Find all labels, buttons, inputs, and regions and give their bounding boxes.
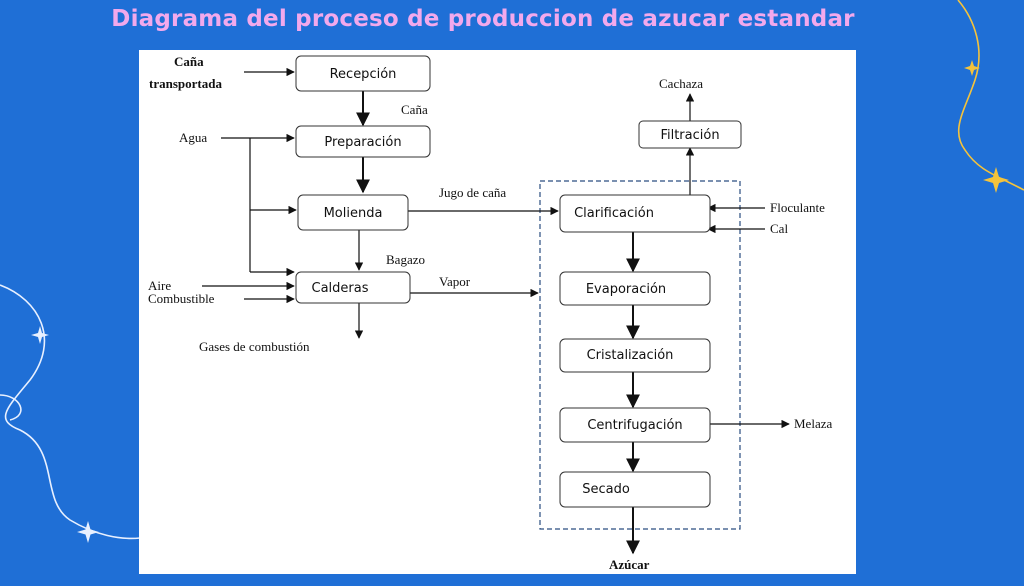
sparkle-icon: [77, 521, 99, 543]
label-agua: Agua: [179, 130, 207, 145]
box-calderas: Calderas: [295, 271, 411, 304]
box-molienda: Molienda: [297, 194, 409, 231]
slide-title: Diagrama del proceso de produccion de az…: [111, 6, 855, 32]
box-evaporacion-label: Evaporación: [586, 282, 666, 297]
diagram-panel: Recepción Preparación Molienda Calderas …: [139, 50, 856, 574]
box-cristalizacion-label: Cristalización: [587, 348, 674, 363]
label-melaza: Melaza: [794, 416, 832, 431]
label-cachaza: Cachaza: [659, 76, 703, 91]
label-azucar: Azúcar: [609, 557, 650, 572]
box-recepcion-label: Recepción: [330, 67, 397, 82]
box-centrifugacion-label: Centrifugación: [587, 418, 682, 433]
box-filtracion-label: Filtración: [660, 128, 719, 143]
box-cristalizacion: Cristalización: [559, 338, 711, 373]
process-diagram: Recepción Preparación Molienda Calderas …: [148, 54, 832, 572]
box-preparacion: Preparación: [295, 125, 431, 158]
decor-curve-right: [957, 0, 1024, 191]
connectors: [202, 67, 790, 555]
box-recepcion: Recepción: [295, 55, 431, 92]
label-bagazo: Bagazo: [386, 252, 425, 267]
sparkle-icon: [983, 167, 1009, 193]
sparkle-icon: [964, 60, 980, 76]
label-cana-transportada-1: Caña: [174, 54, 204, 69]
label-jugo: Jugo de caña: [439, 185, 506, 200]
label-cana: Caña: [401, 102, 428, 117]
box-clarificacion: Clarificación: [559, 194, 711, 233]
label-combustible: Combustible: [148, 291, 215, 306]
box-centrifugacion: Centrifugación: [559, 407, 711, 443]
label-gases: Gases de combustión: [199, 339, 310, 354]
box-evaporacion: Evaporación: [559, 271, 711, 306]
box-filtracion: Filtración: [638, 120, 742, 149]
sparkle-icon: [31, 326, 49, 344]
box-clarificacion-label: Clarificación: [574, 206, 654, 221]
box-secado-label: Secado: [582, 482, 630, 497]
box-molienda-label: Molienda: [324, 206, 383, 221]
box-secado: Secado: [559, 471, 711, 508]
label-vapor: Vapor: [439, 274, 471, 289]
label-cana-transportada-2: transportada: [149, 76, 222, 91]
box-calderas-label: Calderas: [312, 281, 369, 296]
box-preparacion-label: Preparación: [324, 135, 401, 150]
label-cal: Cal: [770, 221, 788, 236]
label-aire: Aire: [148, 278, 171, 293]
dashed-group: [539, 180, 741, 530]
label-floculante: Floculante: [770, 200, 825, 215]
decor-curve-left-2: [0, 394, 22, 421]
